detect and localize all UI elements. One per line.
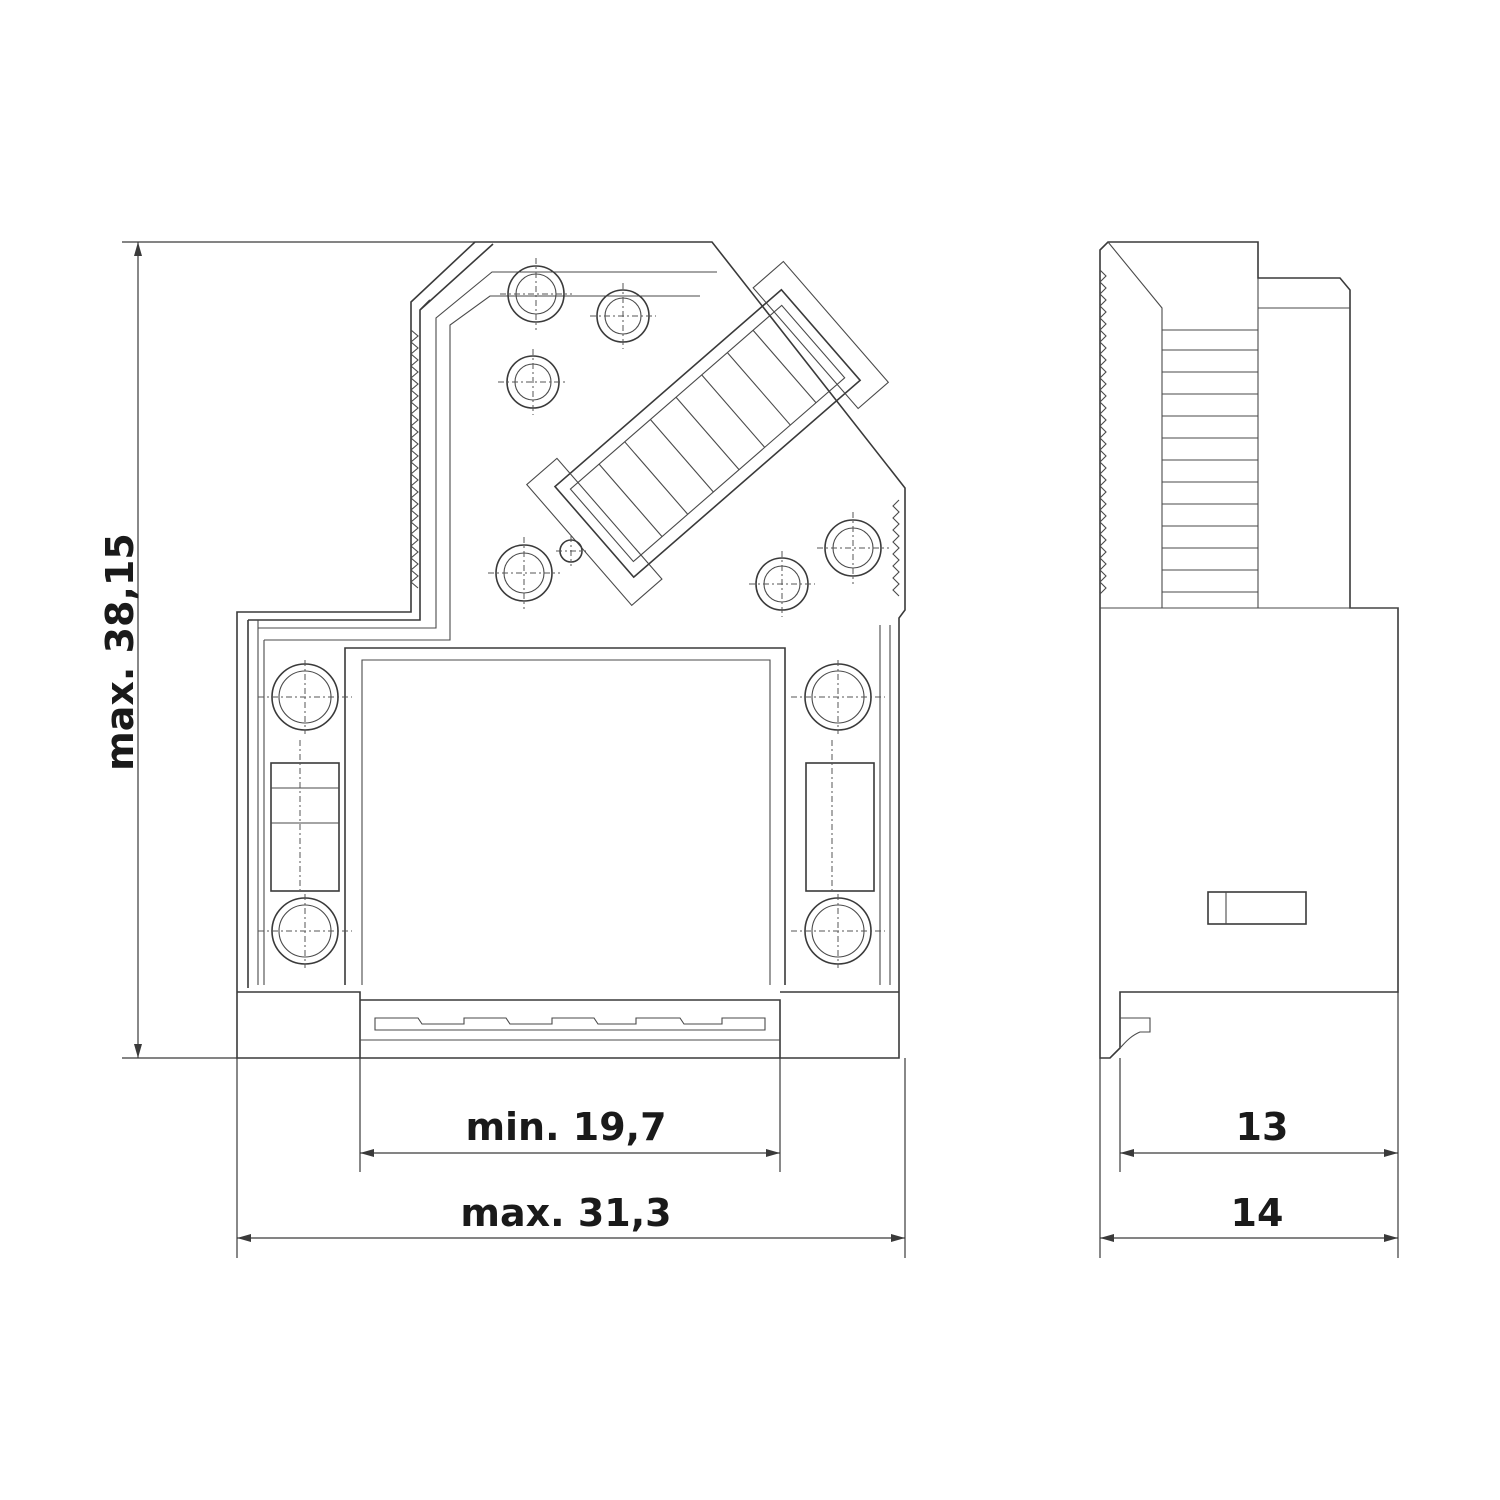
right-column-lines — [879, 625, 891, 985]
dimension-overall-width: max. 31,3 — [236, 1058, 906, 1258]
front-view-outline — [236, 241, 906, 1059]
clamp-rib — [624, 441, 689, 515]
screw-hole — [500, 258, 572, 330]
side-view-hook — [1119, 1017, 1151, 1049]
cable-clamp — [525, 260, 890, 607]
dimension-inner-width: min. 19,7 — [359, 1058, 781, 1172]
dimension-side-overall-label: 14 — [1231, 1191, 1284, 1235]
dimension-inner-width-label: min. 19,7 — [465, 1105, 666, 1149]
clamp-rib — [752, 329, 817, 404]
side-view-outline — [1099, 241, 1399, 1059]
mounting-hole — [791, 660, 885, 734]
side-view-slot — [1207, 891, 1307, 925]
clamp-rib — [598, 463, 663, 537]
latch-right — [805, 762, 875, 892]
cable-window-inner — [361, 659, 771, 985]
front-view-inner-outline — [247, 243, 494, 988]
front-view-base-teeth — [374, 1017, 766, 1031]
mounting-hole — [258, 894, 352, 968]
screw-hole — [749, 551, 815, 617]
front-view — [236, 241, 906, 1059]
screw-hole — [498, 349, 568, 415]
latch-left — [270, 762, 340, 892]
clamp-rib — [726, 352, 791, 426]
screw-hole — [556, 536, 586, 566]
side-view-ribs — [1162, 329, 1258, 593]
clamp-rib — [649, 419, 714, 493]
side-view — [1099, 241, 1399, 1059]
dimension-height-label: max. 38,15 — [98, 533, 142, 771]
dimension-height: max. 38,15 — [98, 241, 475, 1059]
clamp-end-right — [752, 260, 890, 410]
side-view-grip — [1099, 269, 1107, 595]
front-view-base — [237, 991, 899, 1058]
clamp-rib — [701, 374, 766, 448]
dimension-side-inner: 13 — [1119, 992, 1399, 1172]
front-view-inner-step-2 — [263, 295, 700, 985]
screw-hole — [590, 283, 656, 349]
dimension-side-inner-label: 13 — [1236, 1105, 1289, 1149]
clamp-rib — [675, 396, 740, 471]
screw-hole — [488, 537, 560, 609]
front-view-grip — [410, 329, 419, 589]
side-view-taper — [1100, 241, 1398, 609]
cable-window — [344, 647, 786, 985]
dimension-side-overall: 14 — [1099, 1058, 1399, 1258]
mounting-hole — [258, 660, 352, 734]
screw-hole — [817, 512, 889, 584]
dimension-overall-width-label: max. 31,3 — [460, 1191, 671, 1235]
front-view-inner-step — [257, 271, 717, 985]
mounting-hole — [791, 894, 885, 968]
front-view-grip-right — [892, 499, 900, 597]
cable-clamp-body — [553, 288, 862, 579]
